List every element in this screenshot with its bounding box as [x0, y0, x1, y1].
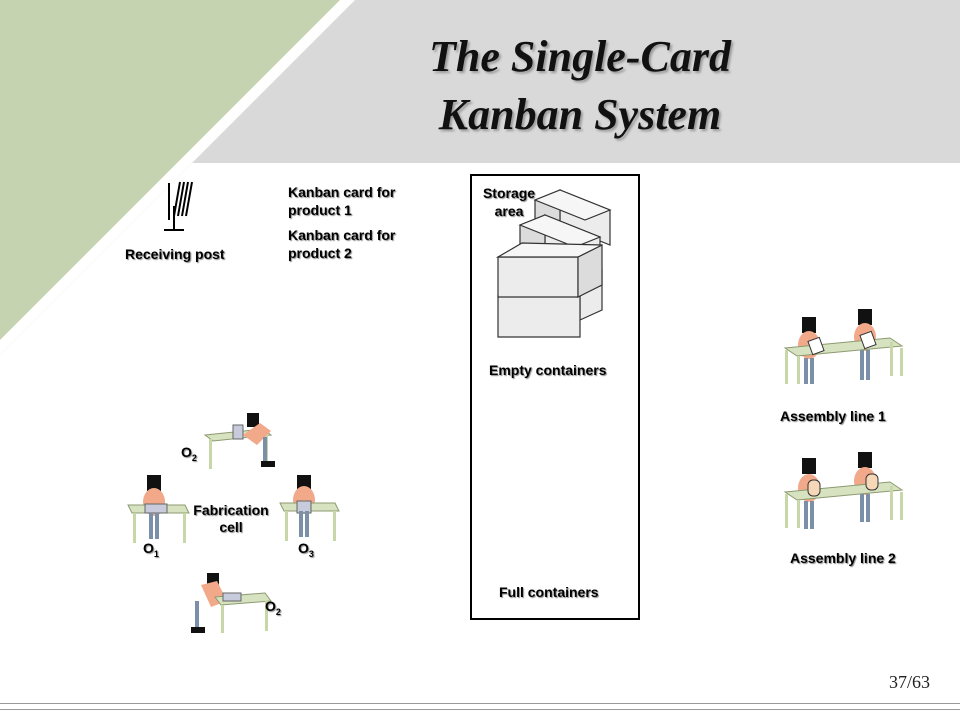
operator-index: 2: [275, 606, 281, 617]
operator-letter: O: [181, 444, 192, 460]
receiving-post-icon: [164, 181, 193, 231]
fabrication-cell-illustration: [127, 413, 340, 633]
container-box-front: [495, 242, 603, 298]
workstation-right: [279, 475, 340, 541]
slide-title: The Single-Card Kanban System: [330, 28, 830, 144]
workstation-left: [127, 475, 190, 543]
assembly-line-1-illustration: [783, 309, 904, 384]
fabrication-cell-label-line-2: cell: [219, 519, 243, 535]
operator-letter: O: [265, 598, 276, 614]
kanban-card-2-label: Kanban card for product 2: [288, 227, 396, 261]
workstation-bottom: [191, 573, 272, 633]
page-number: 37/63: [888, 672, 930, 692]
storage-area-label-line-1: Storage: [482, 185, 536, 201]
kanban-card-1-label: Kanban card for product 1: [288, 184, 396, 218]
operator-o2-top-label: O2: [181, 444, 197, 463]
fabrication-cell-label: Fabrication cell: [186, 502, 276, 536]
operator-o1-label: O1: [143, 540, 159, 559]
footer-rule: [0, 703, 960, 704]
fabrication-cell-label-line-1: Fabrication: [193, 502, 269, 518]
assembly-line-2-illustration: [783, 452, 904, 529]
title-line-1: The Single-Card: [429, 32, 731, 81]
receiving-post-label: Receiving post: [125, 246, 225, 262]
operator-letter: O: [143, 540, 154, 556]
title-line-2: Kanban System: [438, 90, 722, 139]
storage-area-label: Storage area: [478, 184, 540, 220]
operator-o3-label: O3: [298, 540, 314, 559]
workstation-top: [203, 413, 275, 469]
assembly-line-1-label: Assembly line 1: [780, 408, 886, 424]
footer-rule: [0, 709, 960, 710]
storage-area-frame: [470, 174, 640, 620]
container-stack: [495, 189, 612, 338]
empty-containers-label: Empty containers: [489, 362, 607, 378]
operator-letter: O: [298, 540, 309, 556]
operator-index: 3: [308, 548, 314, 559]
operator-o2-bottom-label: O2: [265, 598, 281, 617]
operator-index: 2: [191, 452, 197, 463]
storage-area-label-line-2: area: [494, 203, 524, 219]
assembly-line-2-label: Assembly line 2: [790, 550, 896, 566]
operator-index: 1: [153, 548, 159, 559]
full-containers-label: Full containers: [499, 584, 599, 600]
